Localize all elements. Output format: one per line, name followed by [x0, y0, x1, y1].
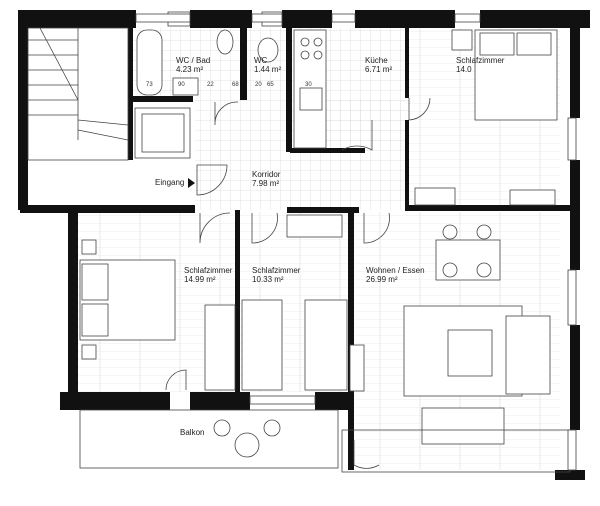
entrance-arrow-icon — [188, 178, 195, 188]
room-area-korridor: 7.98 m² — [252, 179, 279, 188]
bed-left — [79, 239, 236, 391]
dimension-label: 68 — [232, 82, 239, 88]
room-name-wc: WC — [254, 56, 268, 65]
room-name-schlaf-mid: Schlafzimmer — [252, 266, 301, 275]
room-labels: WC / Bad 4.23 m² WC 1.44 m² Küche 6.71 m… — [155, 56, 505, 437]
dimension-label: 22 — [207, 82, 214, 88]
dimension-label: 65 — [267, 82, 274, 88]
walls — [18, 10, 590, 480]
bathtub — [136, 29, 163, 96]
staircase — [27, 27, 129, 161]
dimension-label: 20 — [255, 82, 262, 88]
room-name-schlaf-left: Schlafzimmer — [184, 266, 233, 275]
room-name-wohnen: Wohnen / Essen — [366, 266, 425, 275]
beds-middle — [241, 214, 348, 391]
room-area-wohnen: 26.99 m² — [366, 275, 398, 284]
room-area-kueche: 6.71 m² — [365, 65, 392, 74]
dining-table — [435, 224, 501, 281]
windows — [135, 13, 577, 471]
room-area-schlaf-mid: 10.33 m² — [252, 275, 284, 284]
room-name-korridor: Korridor — [252, 170, 281, 179]
room-name-balkon: Balkon — [180, 428, 204, 437]
room-area-schlaf-left: 14.99 m² — [184, 275, 216, 284]
balcony-furniture — [79, 409, 571, 473]
dimension-label: 30 — [305, 82, 312, 88]
dimension-label: 90 — [178, 82, 185, 88]
room-name-eingang: Eingang — [155, 178, 184, 187]
room-name-bad: WC / Bad — [176, 56, 210, 65]
toilet — [216, 29, 279, 63]
room-area-bad: 4.23 m² — [176, 65, 203, 74]
kitchen-counter — [293, 29, 327, 149]
room-area-schlaf-top: 14.0 — [456, 65, 472, 74]
bed-top-right — [414, 29, 558, 206]
elevator — [134, 107, 191, 159]
room-name-kueche: Küche — [365, 56, 388, 65]
sofa-area — [349, 305, 551, 445]
room-name-schlaf-top: Schlafzimmer — [456, 56, 505, 65]
doors — [165, 97, 431, 469]
dimension-labels: 73 90 22 68 20 65 30 — [146, 82, 312, 88]
dimension-label: 73 — [146, 82, 153, 88]
room-area-wc: 1.44 m² — [254, 65, 281, 74]
sink — [172, 77, 199, 96]
